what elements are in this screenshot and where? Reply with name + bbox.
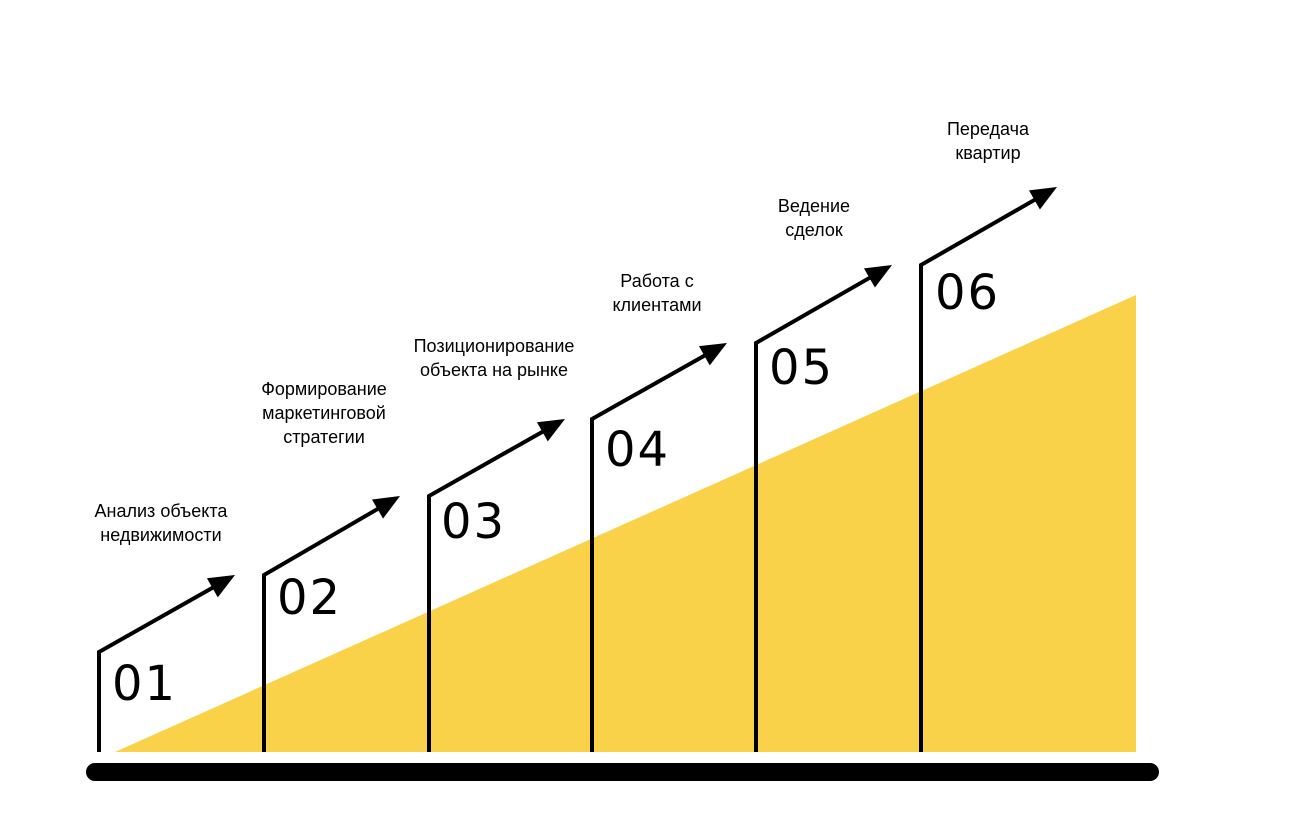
step-label-line: Анализ объекта	[95, 501, 229, 521]
step-number: 06	[935, 265, 1000, 321]
step-number: 03	[441, 494, 506, 550]
step-label-line: стратегии	[283, 427, 365, 447]
step-03: 03 Позиционирование объекта на рынке	[414, 336, 575, 752]
step-label-line: квартир	[955, 143, 1020, 163]
step-label-line: Работа с	[620, 271, 693, 291]
step-number: 05	[769, 340, 834, 396]
step-arrow-line	[590, 353, 708, 752]
step-label-line: объекта на рынке	[420, 360, 568, 380]
step-number: 01	[112, 656, 177, 712]
step-06: 06 Передача квартир	[919, 119, 1057, 752]
step-label-line: Передача	[947, 119, 1030, 139]
step-arrow-line	[427, 429, 546, 752]
arrow-head-icon	[371, 496, 400, 519]
step-04: 04 Работа с клиентами	[590, 271, 727, 752]
steps-layer: 01 Анализ объекта недвижимости 02 Формирован…	[95, 119, 1057, 752]
step-arrow-line	[919, 197, 1038, 752]
step-label-line: Формирование	[261, 379, 387, 399]
step-number: 02	[277, 570, 342, 626]
step-label-line: Позиционирование	[414, 336, 575, 356]
arrow-head-icon	[863, 265, 892, 288]
step-arrow-line	[754, 275, 873, 752]
arrow-head-icon	[698, 343, 727, 366]
step-05: 05 Ведение сделок	[754, 196, 892, 752]
arrow-head-icon	[536, 419, 565, 442]
step-arrow-line	[97, 585, 216, 752]
step-label-line: маркетинговой	[262, 403, 386, 423]
yellow-growth-wedge	[115, 295, 1136, 752]
step-label-line: сделок	[785, 220, 843, 240]
arrow-head-icon	[1028, 187, 1057, 210]
step-number: 04	[605, 422, 670, 478]
step-01: 01 Анализ объекта недвижимости	[95, 501, 235, 752]
step-label-line: Ведение	[778, 196, 850, 216]
step-label-line: недвижимости	[100, 525, 221, 545]
arrow-head-icon	[206, 575, 235, 598]
step-arrow-line	[262, 506, 381, 752]
step-label-line: клиентами	[612, 295, 701, 315]
step-02: 02 Формирование маркетинговой стратегии	[261, 379, 400, 752]
